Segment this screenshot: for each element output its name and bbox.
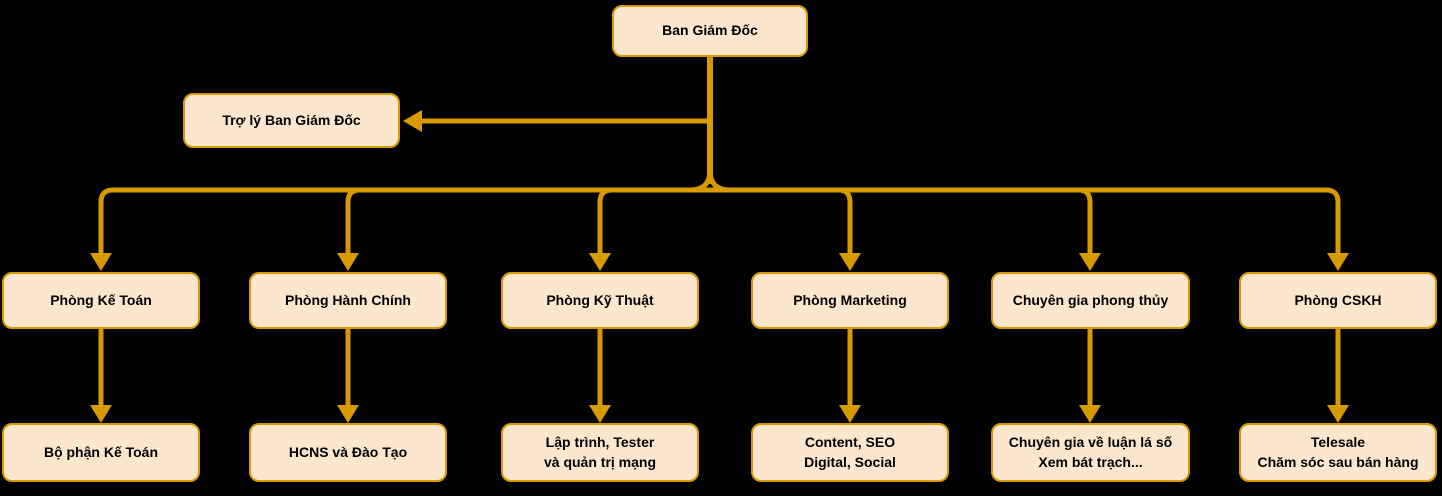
arrowhead-sub-1 [90, 405, 112, 423]
arrowhead-dept-3 [589, 253, 611, 271]
arrowhead-dept-6 [1327, 253, 1349, 271]
node-dept-technical: Phòng Kỹ Thuật [501, 272, 699, 329]
node-assistant: Trợ lý Ban Giám Đốc [183, 93, 400, 148]
node-dept-customer-care: Phòng CSKH [1239, 272, 1437, 329]
arrowhead-sub-3 [589, 405, 611, 423]
arrowhead-assistant [403, 110, 422, 132]
node-dept-accounting: Phòng Kế Toán [2, 272, 200, 329]
node-sub-hr-training: HCNS và Đào Tạo [249, 423, 447, 482]
edge-drop-3 [597, 187, 613, 255]
arrowhead-dept-2 [337, 253, 359, 271]
arrowhead-sub-5 [1079, 405, 1101, 423]
node-sub-fengshui-reading: Chuyên gia về luận lá số Xem bát trạch..… [991, 423, 1190, 482]
node-sub-accounting: Bộ phận Kế Toán [2, 423, 200, 482]
node-sub-telesale-aftercare: Telesale Chăm sóc sau bán hàng [1239, 423, 1437, 482]
node-dept-fengshui-expert: Chuyên gia phong thủy [991, 272, 1190, 329]
edge-drop-2 [345, 187, 361, 255]
edge-drop-5 [1077, 187, 1093, 255]
node-board-of-directors: Ban Giám Đốc [612, 5, 808, 57]
arrowhead-sub-2 [337, 405, 359, 423]
arrowhead-dept-4 [839, 253, 861, 271]
node-dept-marketing: Phòng Marketing [751, 272, 949, 329]
node-dept-administration: Phòng Hành Chính [249, 272, 447, 329]
edge-drop-4 [837, 187, 853, 255]
arrowhead-sub-6 [1327, 405, 1349, 423]
arrowhead-dept-1 [90, 253, 112, 271]
edge-drop-1 [98, 187, 114, 255]
edge-drop-6 [1325, 187, 1341, 255]
node-sub-dev-tester-network: Lập trình, Tester và quản trị mạng [501, 423, 699, 482]
arrowhead-dept-5 [1079, 253, 1101, 271]
node-sub-content-seo: Content, SEO Digital, Social [751, 423, 949, 482]
arrowhead-sub-4 [839, 405, 861, 423]
